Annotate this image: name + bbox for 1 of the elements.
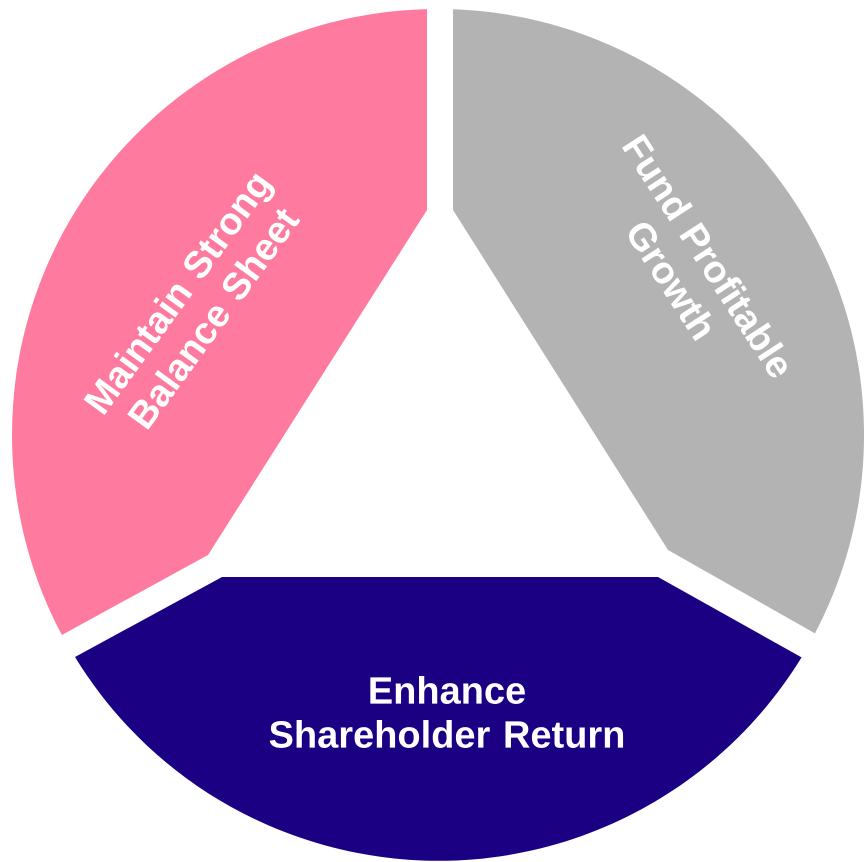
- ring-segment: Enhance Shareholder Return: [75, 577, 802, 861]
